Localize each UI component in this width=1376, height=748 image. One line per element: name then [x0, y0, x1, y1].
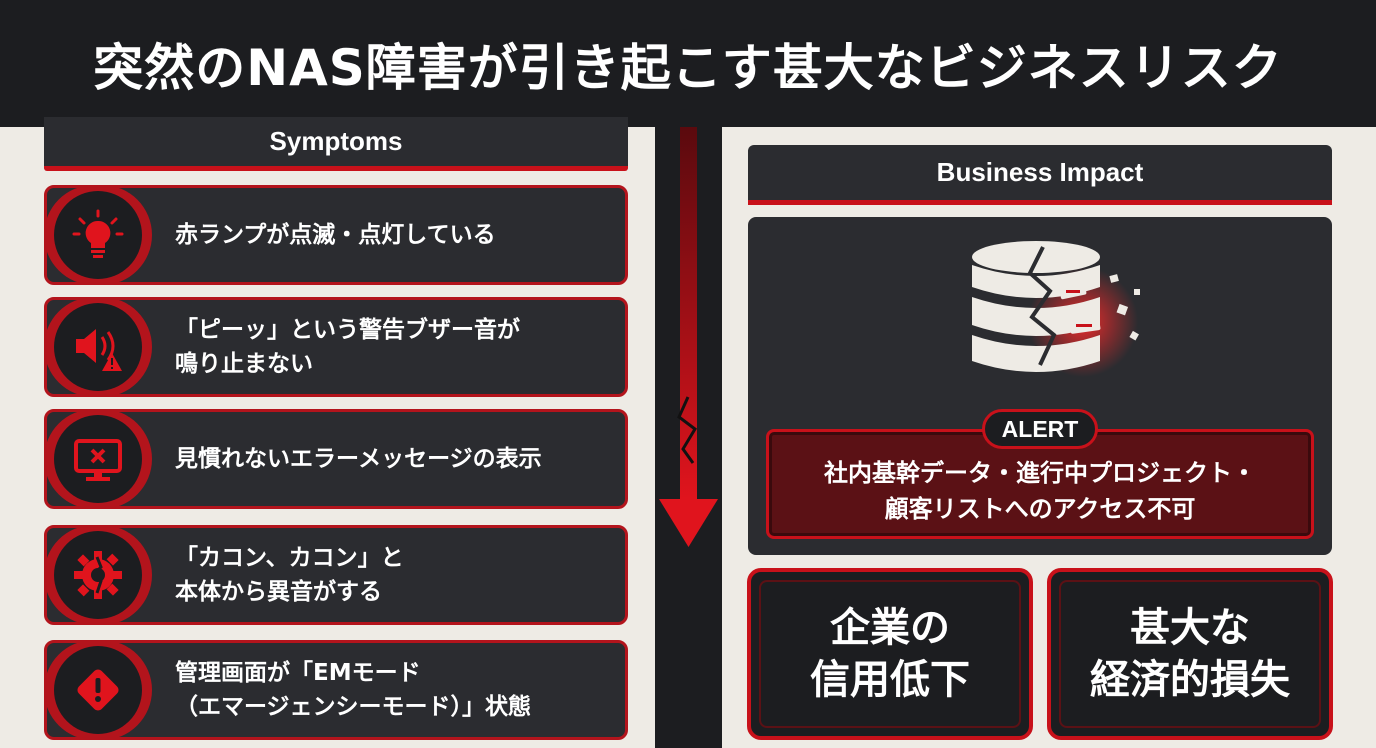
monitor-error-icon: [74, 439, 122, 481]
gear-broken-icon: [74, 551, 122, 599]
down-arrow-icon: [659, 127, 718, 547]
symptom-text: 見慣れないエラーメッセージの表示: [175, 445, 542, 472]
lightbulb-icon: [72, 209, 124, 258]
impact-card-loss: 甚大な 経済的損失: [1047, 568, 1333, 740]
symptom-text: 「カコン、カコン」と 本体から異音がする: [175, 544, 404, 606]
symptom-text: 赤ランプが点滅・点灯している: [175, 221, 496, 248]
impact-title: Business Impact: [748, 145, 1332, 205]
cracked-database-icon: [972, 241, 1140, 377]
symptom-row: 赤ランプが点滅・点灯している: [44, 185, 628, 285]
symptom-row: 「カコン、カコン」と 本体から異音がする: [44, 525, 628, 625]
header: 突然のNAS障害が引き起こす甚大なビジネスリスク: [0, 0, 1376, 127]
impact-card-credit: 企業の 信用低下: [747, 568, 1033, 740]
impact-card-label: 企業の 信用低下: [810, 605, 970, 703]
symptoms-title: Symptoms: [44, 117, 628, 171]
symptom-row: 「ピーッ」という警告ブザー音が 鳴り止まない: [44, 297, 628, 397]
symptom-text: 管理画面が「EMモード （エマージェンシーモード）」状態: [175, 659, 532, 721]
speaker-warning-icon: [76, 329, 122, 371]
symptom-row: 管理画面が「EMモード （エマージェンシーモード）」状態: [44, 640, 628, 740]
alert-badge: ALERT: [982, 409, 1098, 449]
page-title: 突然のNAS障害が引き起こす甚大なビジネスリスク: [93, 38, 1283, 97]
warning-diamond-icon: [77, 669, 119, 711]
symptom-row: 見慣れないエラーメッセージの表示: [44, 409, 628, 509]
alert-message: 社内基幹データ・進行中プロジェクト・ 顧客リストへのアクセス不可: [824, 459, 1256, 523]
symptom-text: 「ピーッ」という警告ブザー音が 鳴り止まない: [175, 316, 520, 378]
impact-card-label: 甚大な 経済的損失: [1090, 605, 1290, 703]
